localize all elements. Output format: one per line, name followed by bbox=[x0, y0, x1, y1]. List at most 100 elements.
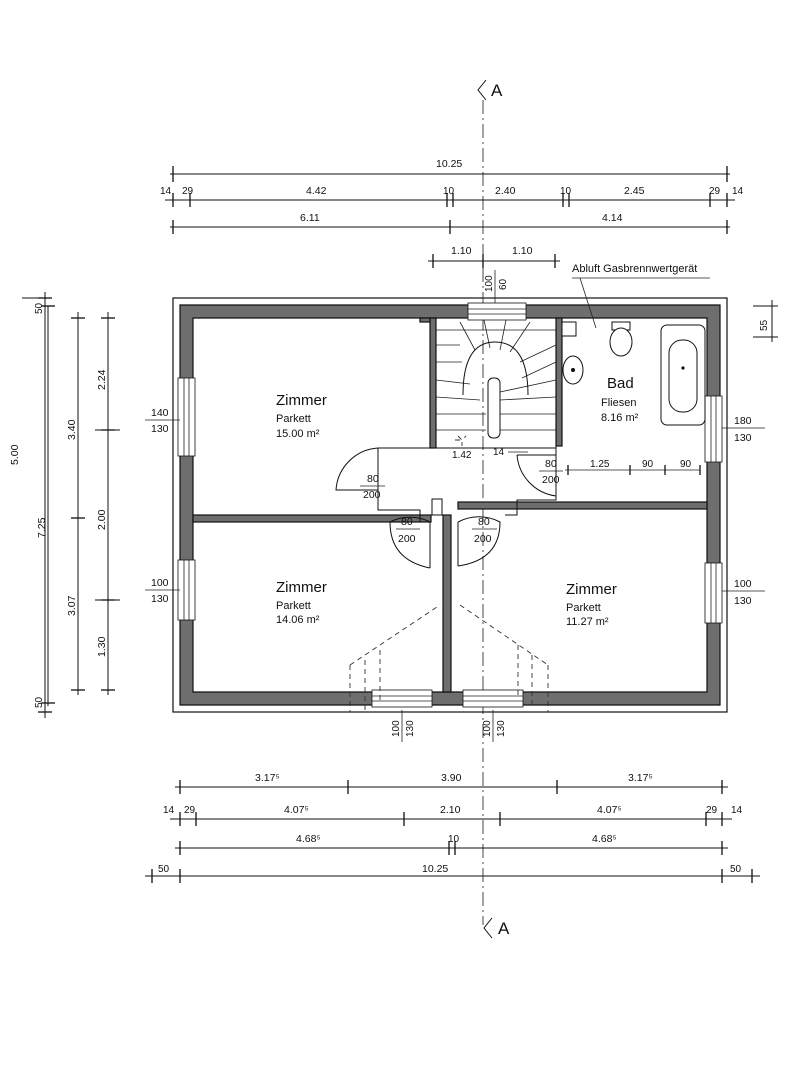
svg-text:100: 100 bbox=[484, 275, 495, 292]
dim-top-r2-1: 29 bbox=[182, 186, 194, 197]
svg-text:200: 200 bbox=[474, 533, 492, 545]
dim-bot-r2-2: 4.07⁵ bbox=[284, 804, 309, 816]
svg-text:Fliesen: Fliesen bbox=[601, 397, 636, 409]
svg-text:Parkett: Parkett bbox=[566, 602, 601, 614]
room-label-zimmer-1: Zimmer Parkett 15.00 m² bbox=[276, 392, 327, 440]
svg-text:200: 200 bbox=[542, 474, 560, 486]
doors bbox=[335, 447, 557, 569]
dim-stair-right: 1.10 bbox=[512, 245, 533, 257]
dim-top-right-small: 55 bbox=[759, 319, 770, 331]
dim-left-end-bottom: 50 bbox=[34, 696, 45, 708]
dim-top-r2-7: 29 bbox=[709, 186, 721, 197]
svg-text:80: 80 bbox=[401, 516, 413, 528]
dim-bot-r2-6: 14 bbox=[731, 805, 743, 816]
dim-top-r2-8: 14 bbox=[732, 186, 744, 197]
svg-text:Zimmer: Zimmer bbox=[276, 579, 327, 596]
dim-top-r2-2: 4.42 bbox=[306, 185, 327, 197]
bath-dim-1: 90 bbox=[642, 459, 654, 470]
svg-text:15.00 m²: 15.00 m² bbox=[276, 428, 320, 440]
dim-left-upper: 3.40 bbox=[66, 419, 78, 440]
door-labels: 80 200 80 200 80 200 80 200 bbox=[360, 458, 563, 545]
svg-text:8.16 m²: 8.16 m² bbox=[601, 412, 639, 424]
svg-text:80: 80 bbox=[478, 516, 490, 528]
dim-left-overall: 7.25 bbox=[36, 517, 48, 538]
dim-top-r2-3: 10 bbox=[443, 186, 455, 197]
svg-text:200: 200 bbox=[398, 533, 416, 545]
building-walls bbox=[172, 297, 728, 713]
dim-left-outer: 5.00 bbox=[9, 444, 21, 465]
dim-stair-left: 1.10 bbox=[451, 245, 472, 257]
svg-text:130: 130 bbox=[151, 423, 169, 435]
dim-bot-r4-1: 10.25 bbox=[422, 863, 448, 875]
bath-dim-0: 1.25 bbox=[590, 459, 610, 470]
svg-text:140: 140 bbox=[151, 407, 169, 419]
window-openings bbox=[177, 302, 723, 708]
window-label-left-upper: 140 130 bbox=[145, 407, 180, 435]
window-label-top-center: 100 60 bbox=[484, 270, 509, 303]
svg-text:100: 100 bbox=[734, 578, 752, 590]
dim-left-inner-0: 2.24 bbox=[96, 369, 108, 390]
svg-text:130: 130 bbox=[151, 593, 169, 605]
dim-top-r3-0: 6.11 bbox=[300, 212, 320, 224]
svg-text:80: 80 bbox=[545, 458, 557, 470]
svg-text:130: 130 bbox=[734, 595, 752, 607]
svg-text:Bad: Bad bbox=[607, 375, 634, 392]
window-label-bottom-left: 100 130 bbox=[391, 710, 416, 742]
exhaust-annotation: Abluft Gasbrennwertgerät bbox=[572, 263, 710, 329]
svg-text:14.06 m²: 14.06 m² bbox=[276, 614, 320, 626]
svg-text:130: 130 bbox=[496, 720, 507, 737]
section-marker-top: A bbox=[477, 79, 503, 101]
dim-bot-r3-0: 4.68⁵ bbox=[296, 833, 321, 845]
svg-text:180: 180 bbox=[734, 415, 752, 427]
bottom-dimension-chain: 3.17⁵ 3.90 3.17⁵ 14 29 4.07⁵ 2.10 4.07⁵ … bbox=[145, 772, 760, 883]
dim-bot-r2-1: 29 bbox=[184, 805, 196, 816]
roof-slope-lines bbox=[349, 604, 549, 712]
dim-left-inner-1: 2.00 bbox=[96, 509, 108, 530]
exhaust-label: Abluft Gasbrennwertgerät bbox=[572, 263, 697, 275]
dim-top-r3-1: 4.14 bbox=[602, 212, 623, 224]
dim-bot-r4-0: 50 bbox=[158, 864, 170, 875]
door-label-1: 80 200 bbox=[360, 473, 385, 501]
dim-left-lower: 3.07 bbox=[66, 595, 78, 616]
shaft-icon bbox=[561, 321, 577, 337]
bathroom-fixtures: 1.25 90 90 bbox=[561, 321, 706, 475]
toilet-bowl-icon bbox=[609, 327, 633, 357]
dim-top-r2-6: 2.45 bbox=[624, 185, 645, 197]
svg-text:11.27 m²: 11.27 m² bbox=[566, 616, 609, 628]
svg-text:Parkett: Parkett bbox=[276, 413, 311, 425]
svg-text:A: A bbox=[491, 81, 503, 100]
svg-text:Parkett: Parkett bbox=[276, 600, 311, 612]
dim-bot-r3-2: 4.68⁵ bbox=[592, 833, 617, 845]
door-label-3: 80 200 bbox=[472, 516, 497, 545]
window-label-right-upper: 180 130 bbox=[722, 415, 765, 444]
stair-width-label: 1.42 bbox=[452, 450, 472, 461]
svg-text:130: 130 bbox=[734, 432, 752, 444]
window-label-right-lower: 100 130 bbox=[722, 578, 765, 607]
svg-text:130: 130 bbox=[405, 720, 416, 737]
svg-text:Zimmer: Zimmer bbox=[566, 581, 617, 598]
dim-bot-r2-3: 2.10 bbox=[440, 804, 461, 816]
svg-text:A: A bbox=[498, 919, 510, 938]
dim-top-r2-5: 10 bbox=[560, 186, 572, 197]
dim-bot-r1-2: 3.17⁵ bbox=[628, 772, 653, 784]
svg-text:80: 80 bbox=[367, 473, 379, 485]
top-dimension-chain: 10.25 14 29 4.42 10 2.40 10 2.45 29 14 6… bbox=[160, 158, 778, 342]
hallway-outline bbox=[377, 446, 557, 522]
stair-riser-label: 14 bbox=[493, 447, 505, 458]
svg-text:Zimmer: Zimmer bbox=[276, 392, 327, 409]
dim-left-end-top: 50 bbox=[34, 302, 45, 314]
left-dimension-chain: 50 50 5.00 7.25 3.40 3.07 2.24 2.00 1.30 bbox=[9, 292, 120, 718]
dim-bot-r1-0: 3.17⁵ bbox=[255, 772, 280, 784]
room-label-bad: Bad Fliesen 8.16 m² bbox=[601, 375, 639, 424]
bath-dim-2: 90 bbox=[680, 459, 692, 470]
dim-bot-r3-1: 10 bbox=[448, 834, 460, 845]
window-label-left-lower: 100 130 bbox=[145, 577, 180, 605]
dim-bot-r1-1: 3.90 bbox=[441, 772, 462, 784]
svg-text:200: 200 bbox=[363, 489, 381, 501]
svg-text:100: 100 bbox=[151, 577, 169, 589]
svg-text:60: 60 bbox=[498, 278, 509, 290]
dim-bot-r4-2: 50 bbox=[730, 864, 742, 875]
door-label-4: 80 200 bbox=[539, 458, 563, 486]
dim-bot-r2-5: 29 bbox=[706, 805, 718, 816]
